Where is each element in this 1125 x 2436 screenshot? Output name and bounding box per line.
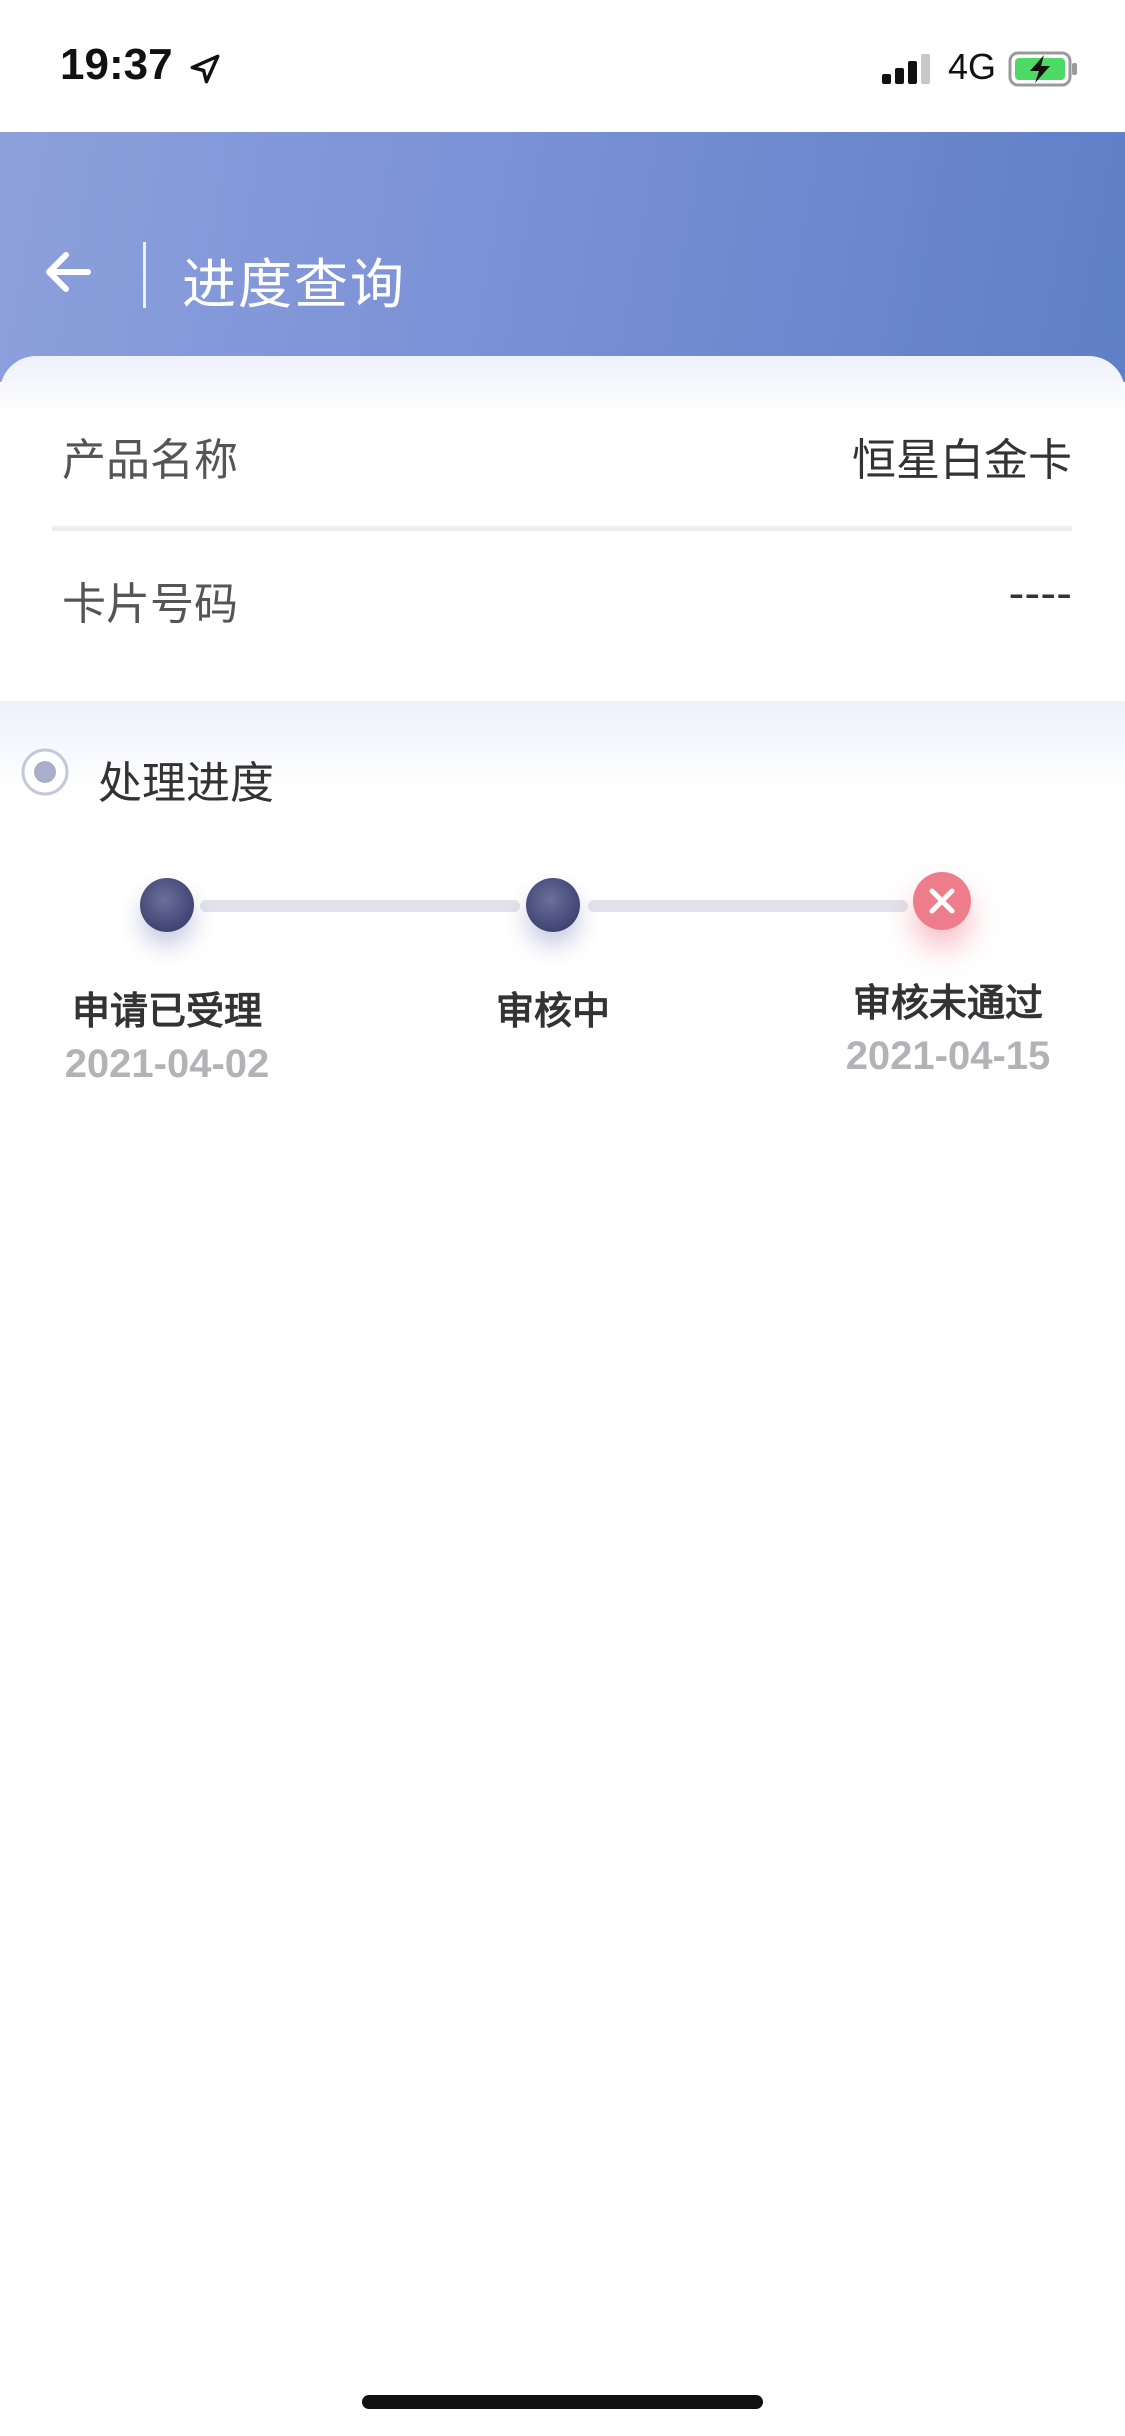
home-indicator[interactable] [362, 2395, 763, 2409]
info-divider [52, 526, 1072, 531]
product-name-label: 产品名称 [62, 435, 238, 486]
step-dot-accepted [140, 878, 194, 932]
progress-stepper: 申请已受理 2021-04-02 审核中 审核未通过 2021-04-15 [0, 860, 1125, 1120]
header-bar: 进度查询 [0, 132, 1125, 382]
close-icon [929, 888, 955, 914]
section-band [0, 701, 1125, 791]
header-divider [143, 242, 146, 308]
arrow-left-icon[interactable] [38, 242, 98, 302]
card-number-value: ---- [1008, 568, 1072, 619]
signal-icon [880, 52, 938, 86]
step-dot-reviewing [526, 878, 580, 932]
step-label-rejected: 审核未通过 [852, 981, 1043, 1025]
step-date-rejected: 2021-04-15 [845, 1034, 1051, 1078]
radio-dot-icon [20, 747, 70, 797]
info-row-card-number: 卡片号码 ---- [52, 540, 1072, 650]
status-bar: 19:37 4G [0, 0, 1125, 132]
product-name-value: 恒星白金卡 [852, 435, 1072, 486]
page-title: 进度查询 [182, 253, 406, 316]
step-label-reviewing: 审核中 [495, 989, 610, 1033]
progress-track [588, 900, 908, 912]
section-title: 处理进度 [98, 758, 274, 809]
card-number-label: 卡片号码 [62, 579, 238, 630]
network-label: 4G [948, 46, 997, 87]
progress-track [200, 900, 520, 912]
section-header: 处理进度 [18, 745, 618, 809]
info-row-product: 产品名称 恒星白金卡 [52, 396, 1072, 506]
step-label-accepted: 申请已受理 [71, 989, 262, 1033]
card-info: 产品名称 恒星白金卡 卡片号码 ---- [0, 356, 1125, 701]
location-arrow-icon [188, 52, 222, 86]
battery-charging-icon [1008, 50, 1080, 88]
status-time: 19:37 [60, 40, 173, 89]
step-date-accepted: 2021-04-02 [64, 1042, 270, 1086]
step-dot-rejected [913, 872, 971, 930]
